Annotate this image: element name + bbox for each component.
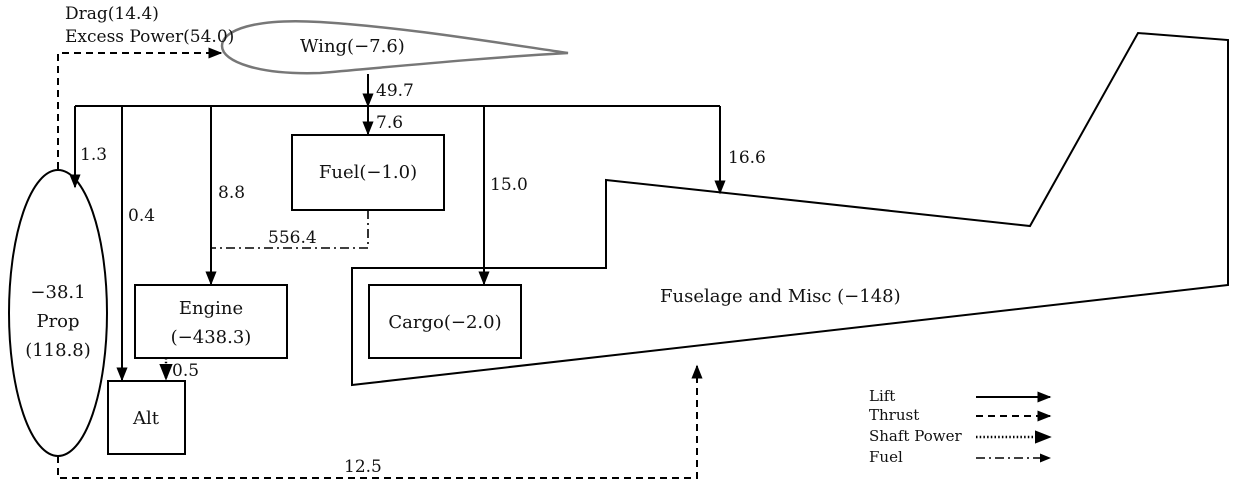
engine-lift-label: 8.8: [218, 183, 245, 203]
wing-lift-label: 49.7: [376, 81, 414, 101]
prop-to-fuselage-thrust: [57, 364, 703, 479]
engine-label-line2: (−438.3): [171, 327, 252, 348]
prop-to-wing-thrust: [57, 47, 223, 169]
drag-label: Drag(14.4): [65, 4, 159, 24]
cargo-lift-label: 15.0: [490, 175, 528, 195]
prop-label-line3: (118.8): [25, 340, 91, 361]
prop-label-line1: −38.1: [30, 282, 85, 303]
alt-box: [107, 380, 186, 455]
fuel-to-engine-label: 556.4: [268, 228, 317, 248]
fuselage-lift-label: 16.6: [728, 148, 766, 168]
prop-label-line2: Prop: [36, 311, 79, 332]
wing-label: Wing(−7.6): [300, 36, 405, 57]
fuel-to-engine-line: [206, 210, 369, 284]
engine-to-alt-label: 0.5: [172, 361, 199, 381]
excess-power-label: Excess Power(54.0): [65, 27, 234, 47]
fuel-label: Fuel(−1.0): [319, 162, 417, 183]
fuel-box: [291, 134, 445, 211]
legend-fuel-label: Fuel: [869, 448, 903, 466]
cargo-label: Cargo(−2.0): [388, 312, 501, 333]
alt-label: Alt: [132, 408, 160, 429]
fuselage-label: Fuselage and Misc (−148): [660, 286, 901, 307]
fuselage-outline: [351, 31, 1229, 387]
legend-shaft-power-label: Shaft Power: [869, 427, 962, 445]
prop-lift-label: 1.3: [80, 145, 107, 165]
legend-lift-label: Lift: [869, 387, 895, 405]
fuel-lift-label: 7.6: [376, 113, 403, 133]
cargo-box: [368, 284, 522, 359]
engine-label-line1: Engine: [179, 298, 243, 319]
wing-airfoil: [220, 20, 569, 75]
prop-thrust-label: 12.5: [344, 457, 382, 477]
legend-thrust-label: Thrust: [869, 406, 919, 424]
legend: Lift Thrust Shaft Power Fuel: [869, 387, 1052, 466]
alt-lift-label: 0.4: [128, 206, 155, 226]
